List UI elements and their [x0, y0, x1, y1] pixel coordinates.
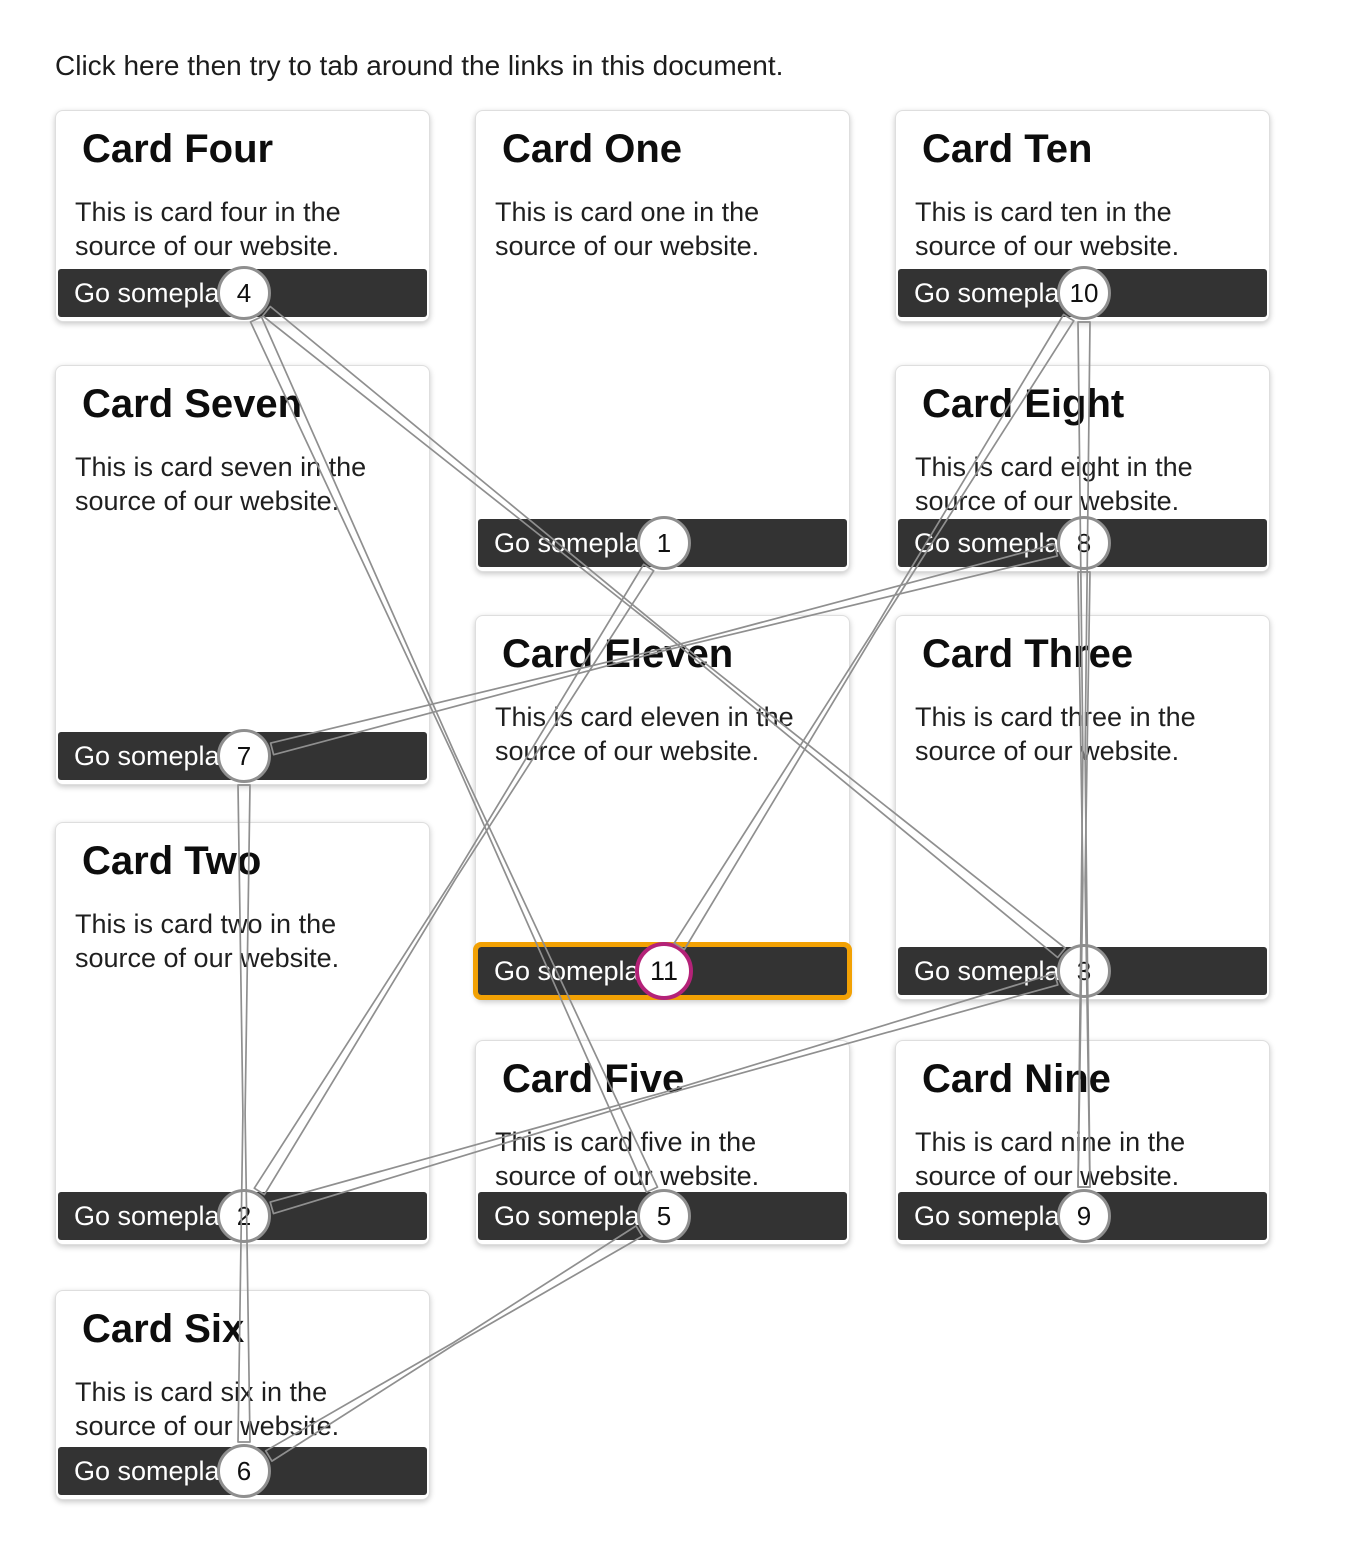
card-ten: Card Ten This is card ten in the source …: [895, 110, 1270, 322]
card-eleven: Card Eleven This is card eleven in the s…: [473, 615, 852, 1000]
card-body-text: This is card four in the source of our w…: [75, 197, 341, 261]
tab-order-badge: 9: [1057, 1189, 1111, 1243]
tab-order-badge: 1: [637, 516, 691, 570]
card-title: Card Eight: [922, 382, 1125, 426]
card-body-text: This is card three in the source of our …: [915, 702, 1196, 766]
instruction-text: Click here then try to tab around the li…: [55, 50, 784, 81]
card-two: Card Two This is card two in the source …: [55, 822, 430, 1245]
tab-order-badge: 5: [637, 1189, 691, 1243]
card-body-text: This is card six in the source of our we…: [75, 1377, 340, 1441]
card-body-text: This is card five in the source of our w…: [495, 1127, 760, 1191]
card-title: Card One: [502, 127, 683, 171]
card-nine: Card Nine This is card nine in the sourc…: [895, 1040, 1270, 1245]
card-one: Card One This is card one in the source …: [475, 110, 850, 572]
card-title: Card Five: [502, 1057, 685, 1101]
card-body-text: This is card one in the source of our we…: [495, 197, 760, 261]
card-four: Card Four This is card four in the sourc…: [55, 110, 430, 322]
card-body-text: This is card eight in the source of our …: [915, 452, 1193, 516]
tab-order-badge: 4: [217, 266, 271, 320]
card-title: Card Four: [82, 127, 274, 171]
card-title: Card Ten: [922, 127, 1093, 171]
card-body-text: This is card ten in the source of our we…: [915, 197, 1180, 261]
card-title: Card Three: [922, 632, 1134, 676]
card-five: Card Five This is card five in the sourc…: [475, 1040, 850, 1245]
card-body-text: This is card seven in the source of our …: [75, 452, 367, 516]
card-body-text: This is card two in the source of our we…: [75, 909, 340, 973]
tab-order-badge: 7: [217, 729, 271, 783]
card-body-text: This is card eleven in the source of our…: [495, 702, 794, 766]
card-title: Card Six: [82, 1307, 245, 1351]
card-title: Card Two: [82, 839, 262, 883]
card-eight: Card Eight This is card eight in the sou…: [895, 365, 1270, 572]
tab-order-badge: 10: [1057, 266, 1111, 320]
tab-order-badge: 2: [217, 1189, 271, 1243]
tab-order-badge: 6: [217, 1444, 271, 1498]
card-title: Card Seven: [82, 382, 303, 426]
tab-order-badge: 11: [635, 942, 693, 1000]
card-three: Card Three This is card three in the sou…: [895, 615, 1270, 1000]
tab-order-badge: 3: [1057, 944, 1111, 998]
card-title: Card Eleven: [502, 632, 734, 676]
card-six: Card Six This is card six in the source …: [55, 1290, 430, 1500]
card-body-text: This is card nine in the source of our w…: [915, 1127, 1186, 1191]
card-title: Card Nine: [922, 1057, 1111, 1101]
card-seven: Card Seven This is card seven in the sou…: [55, 365, 430, 785]
tab-order-badge: 8: [1057, 516, 1111, 570]
